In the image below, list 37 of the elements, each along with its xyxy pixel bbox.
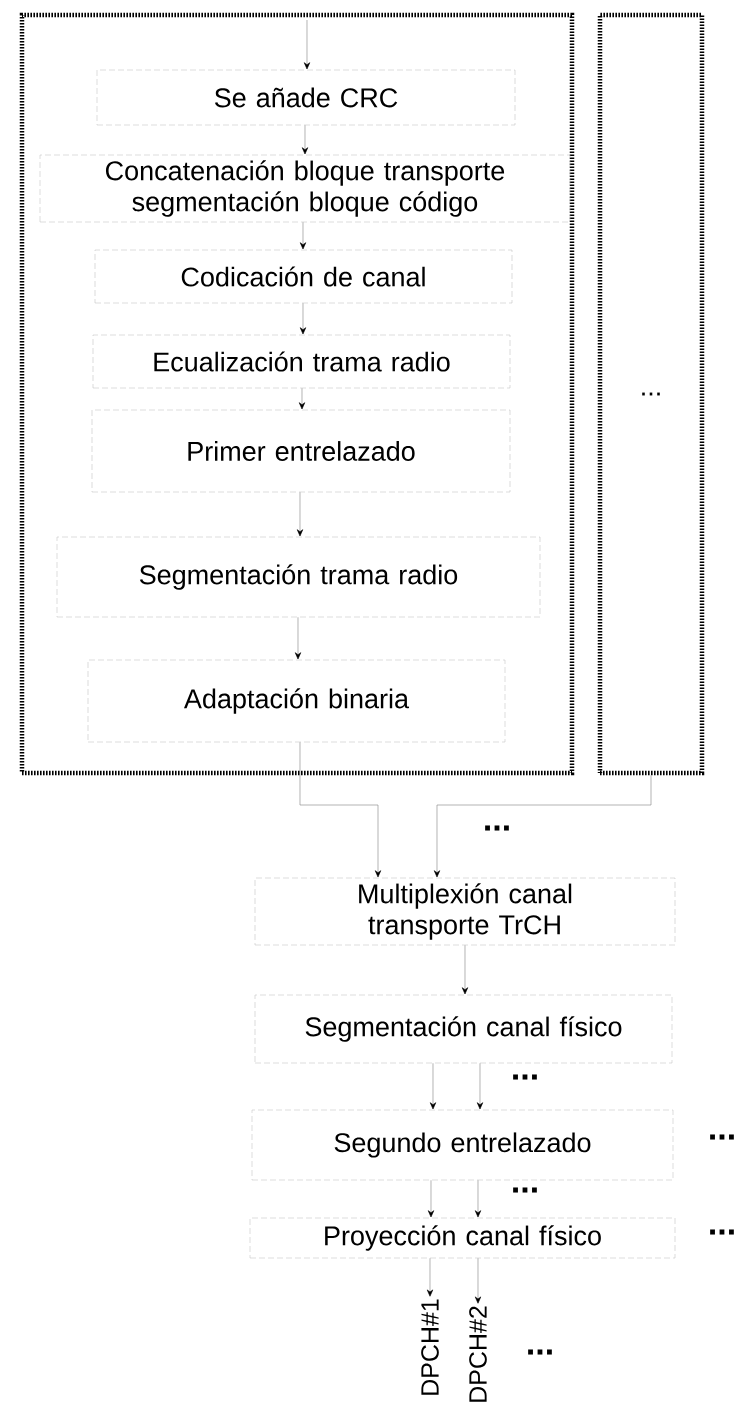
ellipsis: ... (513, 1187, 537, 1193)
arrow (299, 741, 382, 878)
arrow (426, 1257, 434, 1297)
process-box: Concatenación bloque transporte segmentación bloque código (39, 154, 571, 223)
arrow (298, 387, 306, 410)
process-box: Segmentación trama radio (56, 536, 541, 618)
arrow (296, 491, 304, 537)
process-box: Primer entrelazado (91, 409, 511, 493)
arrow (299, 302, 307, 335)
arrow (474, 1257, 482, 1304)
arrow (476, 1062, 484, 1110)
process-box: Adaptación binaria (87, 659, 506, 743)
ellipsis: ... (710, 1134, 734, 1140)
dashed-frame: ... (597, 12, 705, 776)
arrow (299, 221, 307, 250)
arrow (301, 124, 309, 155)
ellipsis: ... (710, 1229, 734, 1235)
channel-label: DPCH#2 (469, 1306, 487, 1402)
arrow (303, 19, 311, 70)
arrow (474, 1179, 482, 1218)
arrow (429, 1062, 437, 1110)
process-box: Segundo entrelazado (251, 1109, 674, 1181)
ellipsis: ... (513, 1074, 537, 1080)
process-box: Proyección canal físico (249, 1217, 676, 1259)
ellipsis: ... (528, 1349, 552, 1355)
channel-label: DPCH#1 (421, 1299, 439, 1395)
arrow (294, 616, 302, 660)
arrow (433, 774, 652, 878)
process-box: Segmentación canal físico (254, 994, 673, 1064)
process-box: Codicación de canal (94, 249, 513, 304)
arrow (427, 1179, 435, 1218)
process-box: Multiplexión canal transporte TrCH (254, 877, 676, 946)
ellipsis: ... (485, 825, 509, 831)
process-box: Se añade CRC (96, 69, 516, 126)
dashed-frame (19, 12, 575, 776)
process-box: Ecualización trama radio (92, 334, 511, 389)
arrow (461, 944, 469, 995)
